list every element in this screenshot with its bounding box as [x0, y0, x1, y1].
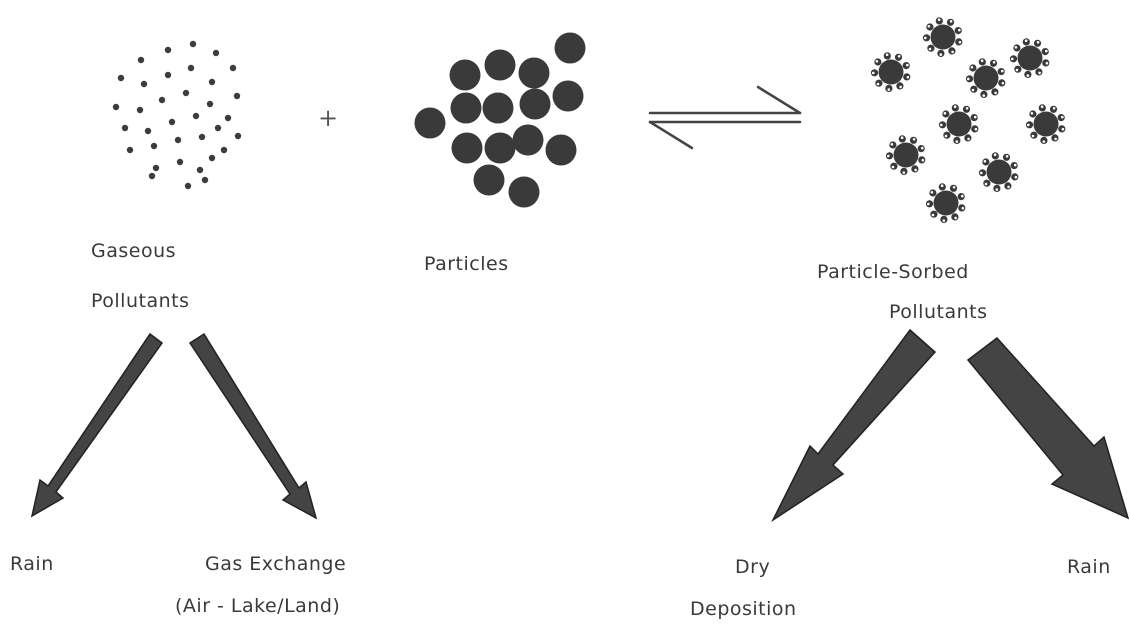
- rain-right-label: Rain: [1067, 556, 1111, 578]
- gas-molecule-dot: [198, 133, 206, 141]
- gas-molecule-dot: [112, 103, 120, 111]
- gas-molecule-dot: [176, 158, 184, 166]
- particle-circle: [518, 57, 550, 89]
- sorbed-particle: [1025, 104, 1066, 144]
- gas-molecule-dot: [192, 112, 200, 120]
- gas-molecule-dot: [144, 127, 152, 135]
- rain-left-label: Rain: [10, 553, 54, 575]
- particles-label: Particles: [424, 253, 509, 275]
- particle-circle: [484, 132, 516, 164]
- sorbed-to-rain-arrow: [966, 336, 1130, 520]
- gas-molecule-dot: [208, 78, 216, 86]
- gas-molecule-dot: [152, 164, 160, 172]
- sorbed-particle: [978, 152, 1019, 192]
- gas-molecule-dot: [184, 182, 192, 190]
- gas-molecule-dot: [233, 92, 241, 100]
- gas-molecule-dot: [196, 166, 204, 174]
- gas-molecule-dot: [140, 80, 148, 88]
- gas-molecule-dot: [164, 46, 172, 54]
- gas-molecule-dot: [150, 142, 158, 150]
- particle-circle: [451, 132, 483, 164]
- sorbed-particle: [965, 58, 1006, 98]
- gas-molecule-dot: [212, 49, 220, 57]
- gaseous-pollutant-molecules: [112, 40, 242, 190]
- gas-molecule-dot: [182, 89, 190, 97]
- sorbed-to-dry-deposition-arrow: [771, 328, 937, 523]
- particle-circle: [482, 92, 514, 124]
- gas-molecule-dot: [164, 71, 172, 79]
- dry-label: Dry: [735, 556, 771, 578]
- particle-circle: [414, 107, 446, 139]
- sorbed-label-line2: Pollutants: [889, 301, 988, 323]
- gas-molecule-dot: [136, 106, 144, 114]
- sorbed-particle: [1009, 38, 1050, 78]
- particle-circle: [450, 92, 482, 124]
- sorbed-label-line1: Particle-Sorbed: [817, 261, 969, 283]
- particle-cluster: [414, 32, 586, 208]
- sorbed-particle: [925, 183, 966, 223]
- particle-circle: [449, 59, 481, 91]
- particle-circle: [484, 49, 516, 81]
- gas-molecule-dot: [214, 124, 222, 132]
- equilibrium-arrows-icon: [648, 85, 802, 150]
- gas-molecule-dot: [187, 64, 195, 72]
- gas-molecule-dot: [137, 56, 145, 64]
- particle-circle: [545, 134, 577, 166]
- particle-circle: [473, 164, 505, 196]
- particle-circle: [554, 32, 586, 64]
- gas-to-exchange-arrow: [188, 332, 318, 520]
- gas-exchange-label-line2: (Air - Lake/Land): [175, 595, 341, 617]
- gas-molecule-dot: [201, 176, 209, 184]
- gas-molecule-dot: [158, 96, 166, 104]
- particle-circle: [508, 176, 540, 208]
- gas-molecule-dot: [234, 132, 242, 140]
- particle-sorbed-cluster: [870, 17, 1066, 223]
- particle-circle: [519, 88, 551, 120]
- gas-molecule-dot: [117, 74, 125, 82]
- gas-molecule-dot: [224, 114, 232, 122]
- gas-to-rain-arrow: [30, 332, 164, 518]
- gas-molecule-dot: [229, 64, 237, 72]
- sorbed-particle: [938, 104, 979, 144]
- gas-molecule-dot: [168, 118, 176, 126]
- plus-sign: +: [318, 104, 339, 132]
- particle-circle: [552, 80, 584, 112]
- gas-molecule-dot: [208, 154, 216, 162]
- gas-molecule-dot: [189, 40, 197, 48]
- sorbed-particle: [922, 17, 963, 58]
- particle-circle: [512, 124, 544, 156]
- gas-molecule-dot: [206, 100, 214, 108]
- gas-molecule-dot: [148, 172, 156, 180]
- gas-exchange-label-line1: Gas Exchange: [205, 553, 347, 575]
- gas-molecule-dot: [174, 136, 182, 144]
- gas-molecule-dot: [126, 146, 134, 154]
- sorbed-particle: [870, 52, 911, 92]
- gaseous-label-line1: Gaseous: [91, 240, 177, 262]
- gas-molecule-dot: [220, 146, 228, 154]
- deposition-label: Deposition: [690, 598, 797, 620]
- sorbed-particle: [885, 135, 926, 175]
- gaseous-label-line2: Pollutants: [91, 290, 190, 312]
- gas-molecule-dot: [121, 124, 129, 132]
